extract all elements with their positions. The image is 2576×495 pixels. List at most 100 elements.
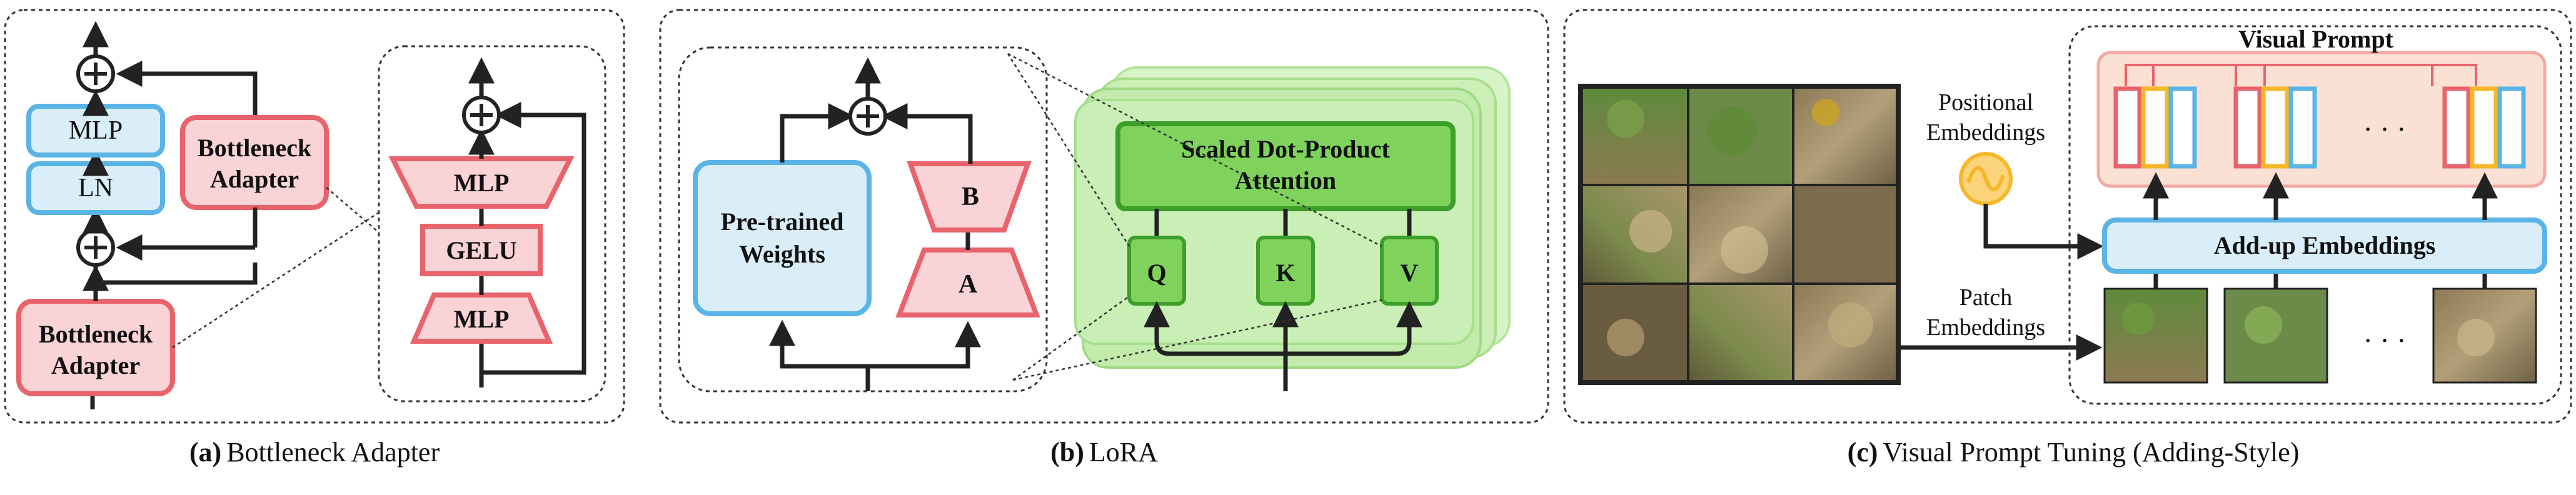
pretrained-weights-line2: Weights <box>739 240 825 268</box>
zoom-line-bottom <box>172 211 380 349</box>
matrix-a-trapezoid <box>895 248 1040 318</box>
panel-b: Pre-trained Weights A B Scaled Dot-Produ… <box>659 9 1549 468</box>
lora-zoom-q-top <box>1007 53 1130 247</box>
token-yellow-3 <box>2470 86 2498 169</box>
detail-gelu-box <box>420 224 543 276</box>
bottleneck-adapter-left-line2: Adapter <box>51 351 140 379</box>
detail-mlp-bottom-trapezoid <box>410 292 553 344</box>
token-red-1 <box>2113 86 2142 169</box>
detail-gelu-label: GELU <box>446 236 516 264</box>
token-red-3 <box>2442 86 2471 169</box>
positional-embeddings-line2: Embeddings <box>1926 119 2045 146</box>
detail-plus-icon <box>470 104 493 126</box>
positional-embeddings-line1: Positional <box>1938 89 2033 116</box>
lora-zoom-v-top <box>1007 52 1382 248</box>
input-to-v <box>1285 301 1422 356</box>
matrix-b-trapezoid <box>907 161 1032 232</box>
patch-embeddings-line1: Patch <box>1960 284 2012 311</box>
input-to-q <box>1144 301 1285 356</box>
patch-2-3 <box>1794 186 1896 282</box>
patch-thumb-1-leaf <box>2122 302 2155 335</box>
skip-path-lower <box>96 262 258 285</box>
token-group-2 <box>2233 86 2317 169</box>
lora-plus-icon <box>857 105 879 128</box>
caption-c: (c)Visual Prompt Tuning (Adding-Style) <box>1848 437 2300 468</box>
pod-blob-3 <box>1828 302 1873 348</box>
patch-embeddings-line2: Embeddings <box>1926 314 2045 341</box>
input-to-pretrained <box>769 319 870 391</box>
patch-1-3 <box>1794 89 1896 184</box>
addup-embeddings-box <box>2102 218 2547 274</box>
caption-a: (a)Bottleneck Adapter <box>189 437 440 468</box>
caption-c-letter: (c) <box>1848 437 1878 468</box>
caption-a-letter: (a) <box>189 437 221 468</box>
panel-c: Positional Embeddings Patch Embeddings V… <box>1563 9 2572 468</box>
leaf-blob-2 <box>1707 106 1757 156</box>
pretrained-to-plus <box>780 103 855 162</box>
detail-mlp-bottom-label: MLP <box>454 305 510 333</box>
ln-label: LN <box>78 174 113 202</box>
plus-icon-upper <box>84 62 107 85</box>
adapter-detail-frame <box>378 45 606 402</box>
token-blue-2 <box>2288 86 2317 169</box>
q-label: Q <box>1147 259 1166 287</box>
detail-mlp-top-trapezoid <box>388 156 575 209</box>
pretrained-weights-box <box>693 160 872 316</box>
detail-skip-path <box>481 102 586 375</box>
zoom-line-top <box>326 187 380 233</box>
token-yellow-1 <box>2141 86 2170 169</box>
panel-a: Bottleneck Adapter LN MLP Bottleneck Ada… <box>4 9 625 468</box>
input-to-a <box>868 321 981 369</box>
mlp-label: MLP <box>69 116 123 145</box>
patch-thumb-3 <box>2432 288 2537 384</box>
detail-mlp-top-label: MLP <box>454 169 510 197</box>
scaled-dot-product-line1: Scaled Dot-Product <box>1181 135 1390 163</box>
patch-thumb-2-leaf <box>2245 306 2282 344</box>
patch-3-2 <box>1689 285 1792 380</box>
lora-zoom-q-bottom <box>1012 295 1130 381</box>
token-group-1 <box>2113 86 2197 169</box>
token-red-2 <box>2233 86 2262 169</box>
vpt-inner-frame <box>2068 25 2562 405</box>
panel-c-frame <box>1563 9 2572 424</box>
token-blue-1 <box>2168 86 2197 169</box>
token-yellow-2 <box>2261 86 2290 169</box>
plus-icon-lower <box>84 236 107 259</box>
leaf-blob-1 <box>1607 100 1644 138</box>
caption-c-text: Visual Prompt Tuning (Adding-Style) <box>1883 437 2299 468</box>
v-label: V <box>1401 259 1419 287</box>
token-ellipsis: · · · <box>2363 113 2407 145</box>
sine-wave-icon <box>1966 166 2005 192</box>
addup-embeddings-label: Add-up Embeddings <box>2214 231 2436 259</box>
token-group-3 <box>2442 86 2526 169</box>
matrix-b-label: B <box>962 182 979 211</box>
visual-prompt-ticks <box>2152 65 2433 86</box>
bottleneck-adapter-left-line1: Bottleneck <box>39 320 153 348</box>
patch-thumb-3-pod <box>2457 319 2495 356</box>
input-image <box>1578 84 1901 385</box>
bottleneck-adapter-right-line1: Bottleneck <box>198 134 312 162</box>
pod-blob-2 <box>1721 226 1768 274</box>
skip-path-upper <box>116 61 258 118</box>
matrix-a-label: A <box>958 270 978 299</box>
bottleneck-adapter-right-box <box>180 115 329 210</box>
panel-b-frame <box>659 9 1549 424</box>
pod-blob-1 <box>1629 210 1672 252</box>
patch-ellipsis: · · · <box>2363 324 2407 356</box>
yellow-leaf-blob <box>1812 99 1839 126</box>
token-blue-3 <box>2497 86 2526 169</box>
k-label: K <box>1275 259 1295 287</box>
lora-detail-frame <box>678 46 1048 392</box>
bottleneck-adapter-right-line2: Adapter <box>210 165 299 193</box>
caption-b-letter: (b) <box>1050 437 1084 468</box>
visual-prompt-title: Visual Prompt <box>2238 25 2393 53</box>
panel-a-frame <box>4 9 625 424</box>
caption-b-text: LoRA <box>1089 437 1158 468</box>
lora-zoom-v-bottom <box>1012 299 1382 381</box>
caption-a-text: Bottleneck Adapter <box>226 437 440 468</box>
caption-b: (b)LoRA <box>1050 437 1158 468</box>
pretrained-weights-line1: Pre-trained <box>721 208 844 236</box>
scaled-dot-product-line2: Attention <box>1235 166 1336 194</box>
